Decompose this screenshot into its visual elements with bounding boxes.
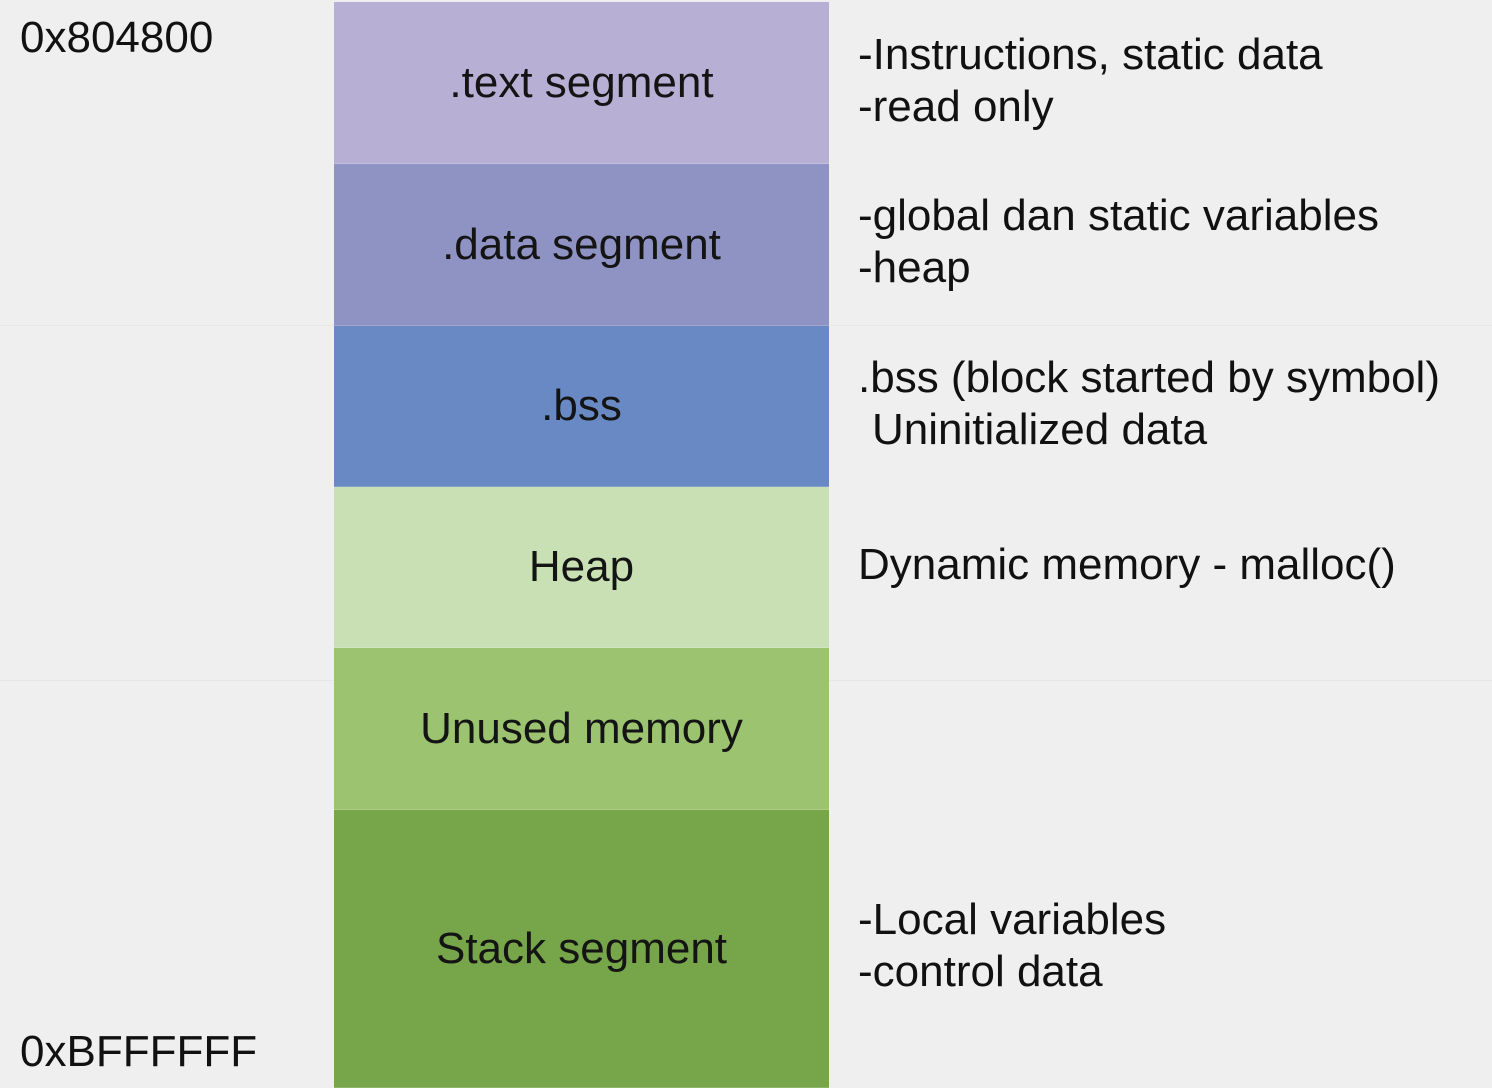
text-segment-description: -Instructions, static data -read only (858, 29, 1323, 133)
description-line: -Instructions, static data (858, 30, 1323, 79)
description-line: .bss (block started by symbol) (858, 353, 1440, 402)
heap-segment-block: Heap (334, 487, 829, 648)
unused-memory-label: Unused memory (420, 703, 743, 753)
text-segment-label: .text segment (449, 57, 714, 107)
description-line: -control data (858, 947, 1103, 996)
stack-segment-label: Stack segment (435, 923, 728, 973)
bss-segment-label: .bss (541, 381, 622, 430)
description-line: -read only (858, 82, 1054, 131)
unused-memory-block: Unused memory (334, 648, 829, 810)
description-line: Dynamic memory - malloc() (858, 540, 1396, 589)
memory-segment-stack: .text segment .data segment .bss Heap Un… (334, 2, 829, 1088)
text-segment-block: .text segment (334, 2, 829, 164)
description-line: -heap (858, 243, 971, 292)
stack-segment-block: Stack segment (334, 810, 829, 1088)
bottom-address-label: 0xBFFFFFF (20, 1027, 258, 1076)
description-line: Uninitialized data (872, 405, 1208, 454)
description-line: -global dan static variables (858, 191, 1379, 240)
stack-segment-description: -Local variables -control data (858, 894, 1166, 998)
data-segment-description: -global dan static variables -heap (858, 190, 1379, 294)
bss-segment-block: .bss (334, 326, 829, 487)
heap-segment-description: Dynamic memory - malloc() (858, 539, 1396, 591)
data-segment-block: .data segment (334, 164, 829, 326)
bss-segment-description: .bss (block started by symbol) Uninitial… (858, 352, 1440, 456)
description-line: -Local variables (858, 895, 1167, 944)
top-address-label: 0x804800 (20, 13, 214, 62)
data-segment-label: .data segment (442, 219, 721, 269)
heap-segment-label: Heap (528, 542, 635, 591)
